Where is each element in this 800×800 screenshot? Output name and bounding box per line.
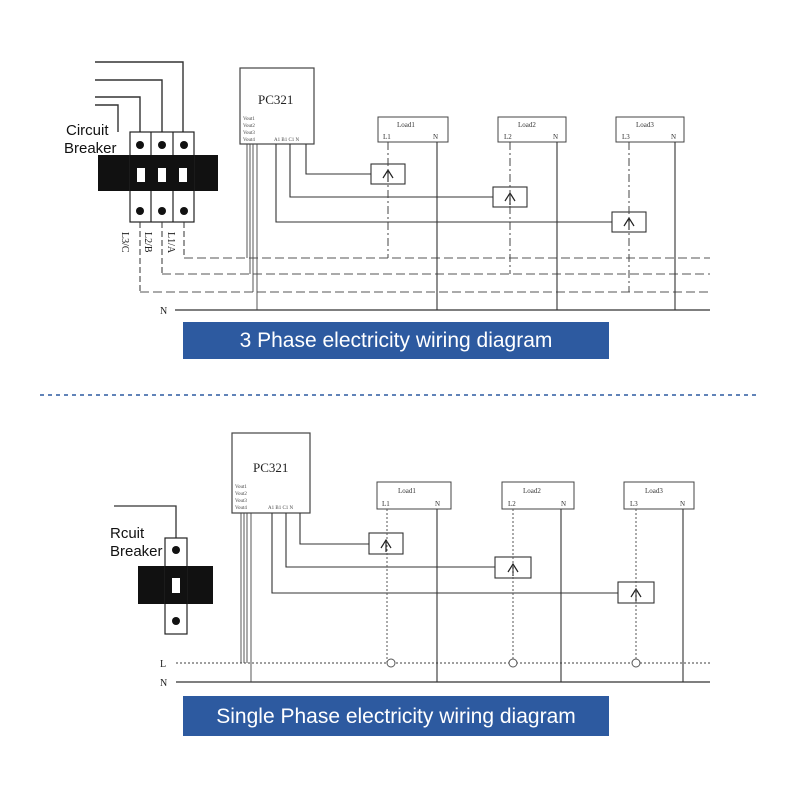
single-load-2-phase: L2 [508, 500, 516, 508]
single-load-3-phase: L3 [630, 500, 638, 508]
load-neutral-drops [436, 142, 676, 310]
single-device-power-wires [240, 513, 252, 682]
load-1: Load1 L1 N [377, 116, 449, 143]
supply-wires [95, 61, 184, 132]
load-3: Load3 L3 N [615, 116, 685, 143]
single-ct-lead-wires [271, 513, 618, 594]
single-load-3-neutral: N [680, 500, 685, 508]
single-load-1: Load1 L1 N [376, 481, 452, 510]
single-load-2: Load2 L2 N [501, 481, 575, 510]
load-2: Load2 L2 N [497, 116, 567, 143]
single-supply-wire [114, 505, 177, 538]
breaker-label-line1: Circuit [66, 122, 109, 139]
single-load-3-name: Load3 [645, 487, 663, 495]
single-line-label: L [160, 659, 166, 670]
load-1-phase: L1 [383, 133, 391, 141]
device-pin-2: Vout2 [243, 124, 255, 129]
device-pin-1: Vout1 [243, 117, 255, 122]
load-phase-drops [387, 142, 630, 292]
single-pc321-device: PC321 Vout1 Vout2 Vout3 Vout4 A1 B1 C1 N [231, 432, 311, 514]
single-load-3: Load3 L3 N [623, 481, 695, 510]
phase-label-l2: L2/B [142, 232, 153, 253]
three-phase-banner [183, 322, 609, 359]
single-breaker-label-line1: Rcuit [110, 525, 145, 542]
phase-label-l3: L3/C [119, 232, 130, 253]
single-load-1-neutral: N [435, 500, 440, 508]
single-phase-banner-text: Single Phase electricity wiring diagram [216, 705, 576, 728]
single-device-terminals: A1 B1 C1 N [268, 506, 294, 511]
load-3-phase: L3 [622, 133, 630, 141]
ct-lead-wires [275, 144, 612, 223]
three-phase-banner-text: 3 Phase electricity wiring diagram [240, 329, 553, 352]
single-load-2-name: Load2 [523, 487, 541, 495]
load-2-name: Load2 [518, 121, 536, 129]
single-device-pin-3: Vout3 [235, 499, 247, 504]
phase-bus-lines [140, 257, 710, 293]
load-2-phase: L2 [504, 133, 512, 141]
device-terminals: A1 B1 C1 N [274, 138, 300, 143]
single-load-phase-drops [386, 509, 637, 663]
pc321-device: PC321 Vout1 Vout2 Vout3 Vout4 A1 B1 C1 N [239, 67, 315, 145]
phase-label-l1: L1/A [165, 232, 176, 254]
three-phase-section: Circuit Breaker L3/C L2/B L1/A [64, 61, 710, 359]
device-pin-3: Vout3 [243, 131, 255, 136]
single-load-1-name: Load1 [398, 487, 416, 495]
single-load-2-neutral: N [561, 500, 566, 508]
single-phase-section: Rcuit Breaker L N PC321 Vout1 Vout2 Vout… [110, 432, 710, 736]
device-power-wires [246, 144, 258, 310]
load-1-neutral: N [433, 133, 438, 141]
breaker-drops [139, 222, 185, 292]
single-device-name: PC321 [253, 460, 288, 475]
single-device-pin-1: Vout1 [235, 485, 247, 490]
single-junction-icons [386, 658, 641, 668]
single-neutral-label: N [160, 678, 167, 689]
load-2-neutral: N [553, 133, 558, 141]
load-3-neutral: N [671, 133, 676, 141]
device-name: PC321 [258, 92, 293, 107]
single-device-pin-4: Vout4 [235, 506, 247, 511]
neutral-label: N [160, 306, 167, 317]
single-device-pin-2: Vout2 [235, 492, 247, 497]
load-3-name: Load3 [636, 121, 654, 129]
breaker-label-line2: Breaker [64, 140, 117, 157]
single-breaker-label-line2: Breaker [110, 543, 163, 560]
load-1-name: Load1 [397, 121, 415, 129]
single-load-neutral-drops [436, 509, 684, 682]
single-pole-breaker [138, 537, 213, 635]
single-phase-banner [183, 696, 609, 736]
single-load-1-phase: L1 [382, 500, 390, 508]
device-pin-4: Vout4 [243, 138, 255, 143]
